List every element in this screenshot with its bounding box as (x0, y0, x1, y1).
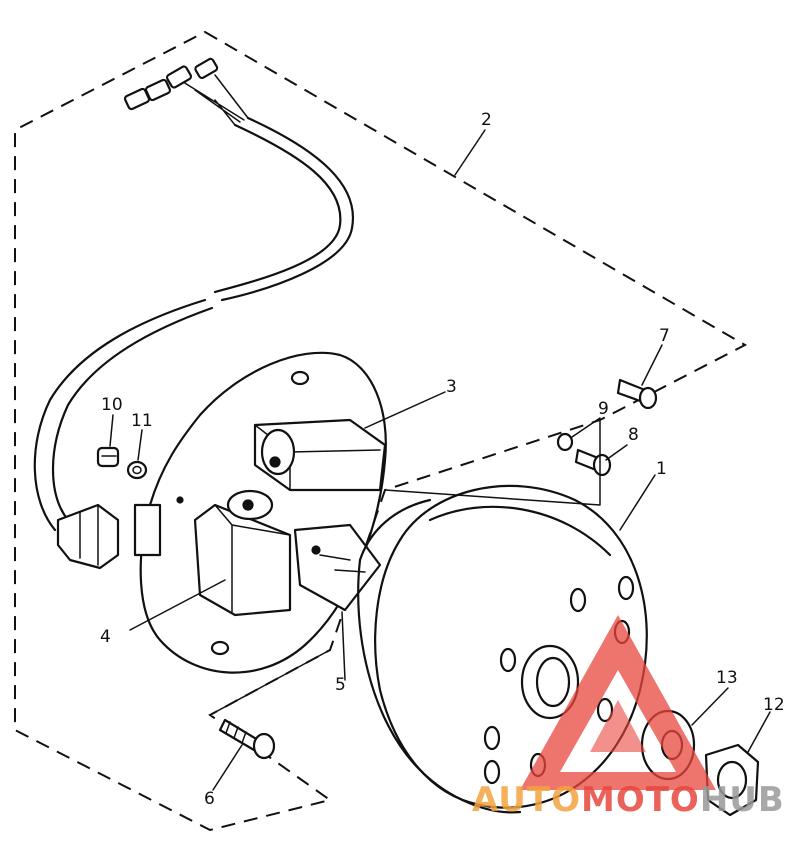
callout-11: 11 (131, 411, 153, 431)
callout-4: 4 (100, 627, 111, 647)
watermark-triangle-outer (520, 615, 716, 790)
screw-7 (616, 378, 658, 410)
screw-10 (96, 446, 120, 468)
callout-1: 1 (656, 459, 667, 479)
coil-3 (253, 418, 387, 492)
callout-5: 5 (335, 675, 346, 695)
wire-harness (33, 57, 355, 570)
callout-12: 12 (763, 695, 785, 715)
callout-9: 9 (598, 399, 609, 419)
watermark-part-auto: AUTO (472, 780, 581, 820)
callout-6: 6 (204, 789, 215, 809)
callout-3: 3 (446, 377, 457, 397)
callout-8: 8 (628, 425, 639, 445)
callout-13: 13 (716, 668, 738, 688)
washer-9 (556, 432, 574, 452)
callout-7: 7 (659, 326, 670, 346)
pickup-5 (293, 523, 382, 612)
bracket (133, 503, 162, 557)
watermark-triangle-inner (590, 700, 646, 752)
callout-2: 2 (481, 110, 492, 130)
coil-4 (193, 489, 292, 617)
watermark-part-hub: HUB (700, 780, 785, 820)
screw-8 (574, 448, 612, 477)
watermark-logo (520, 615, 716, 790)
watermark-text: AUTOMOTOHUB (472, 780, 785, 820)
leader-lines (109, 129, 771, 791)
callout-10: 10 (101, 395, 123, 415)
nut-12 (704, 743, 760, 817)
screw-6 (218, 718, 276, 760)
watermark-part-moto: MOTO (581, 780, 700, 820)
washer-11 (126, 460, 148, 480)
